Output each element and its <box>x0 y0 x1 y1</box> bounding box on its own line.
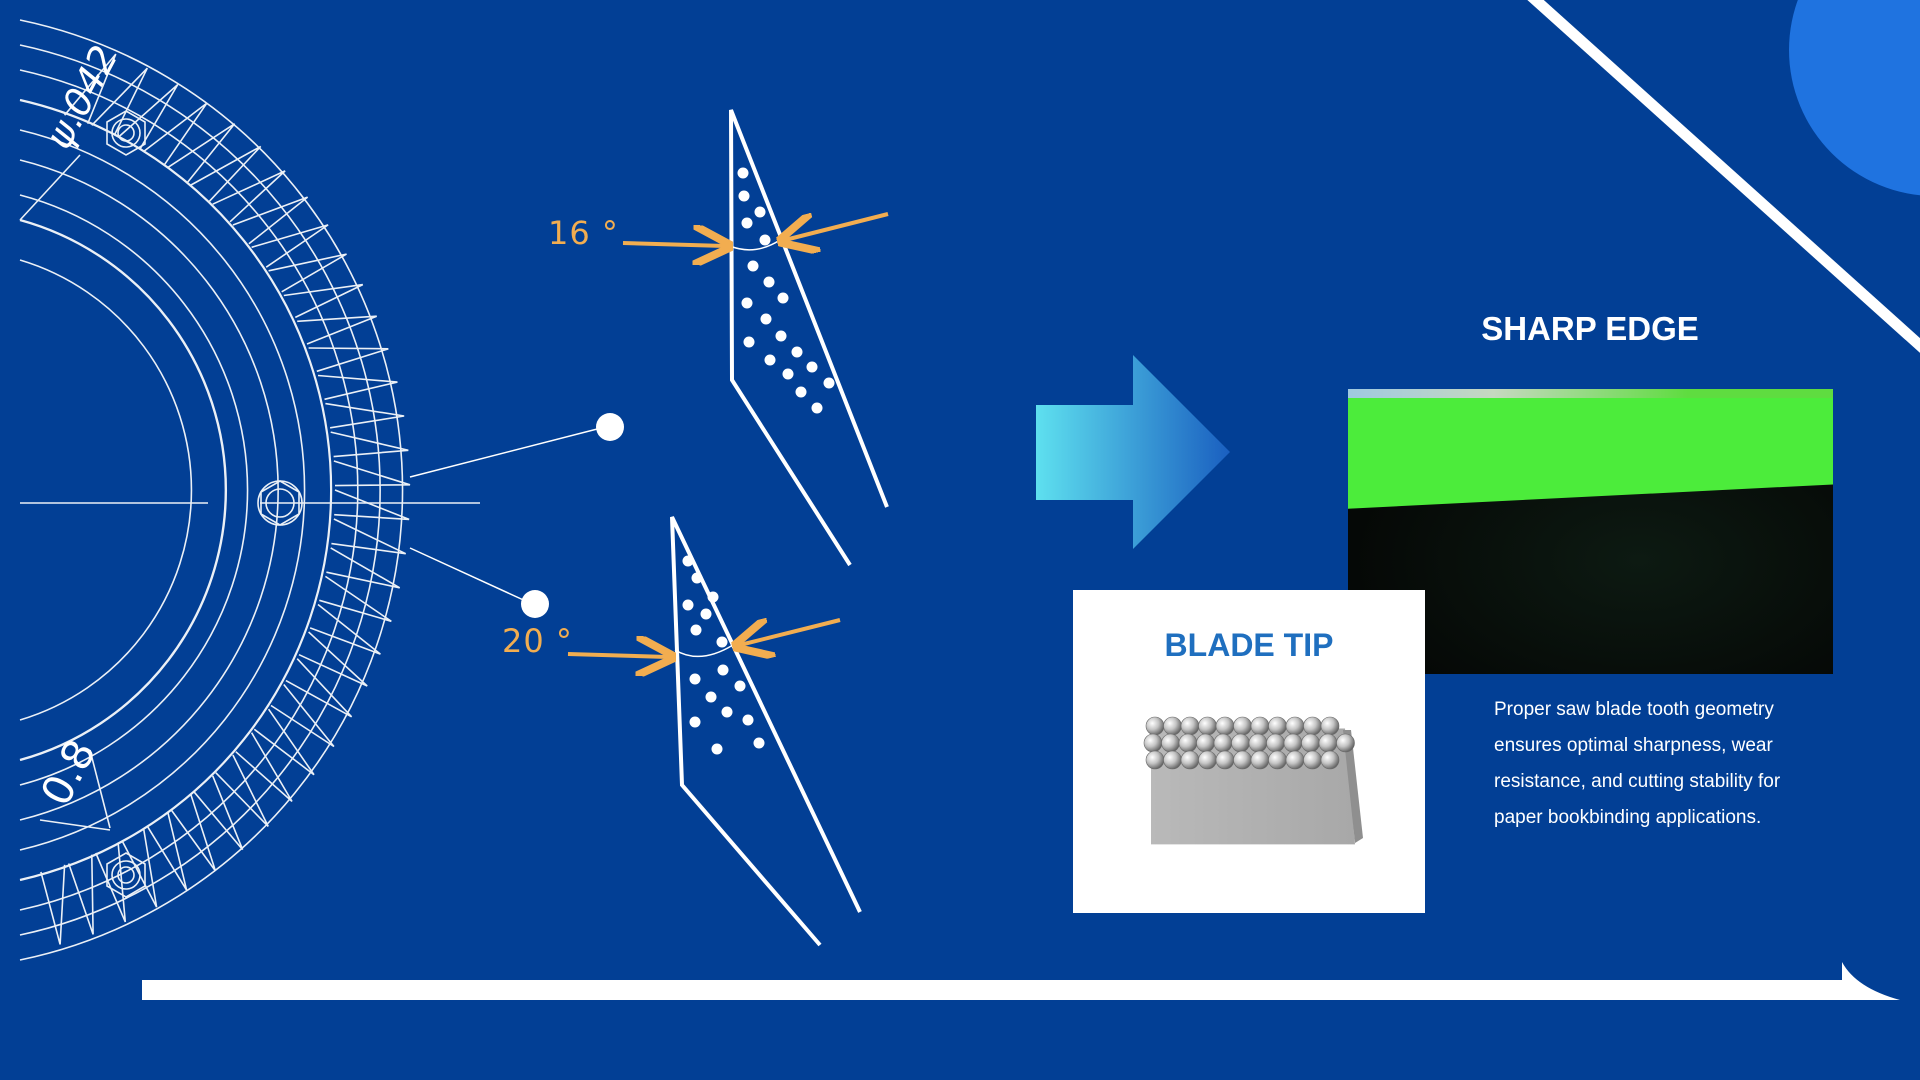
tooth-profile-top <box>729 109 889 567</box>
grain-sphere <box>1268 750 1287 770</box>
grain-sphere <box>1250 750 1270 770</box>
grain-sphere <box>1303 750 1322 770</box>
description-text: Proper saw blade tooth geometry ensures … <box>1494 699 1781 828</box>
corner-circle <box>1789 0 1920 196</box>
grain-sphere <box>1250 716 1270 736</box>
saw-blade-drawing <box>19 19 480 961</box>
grain-sphere <box>1213 733 1233 753</box>
grain-sphere <box>1283 733 1303 753</box>
angle-label-16: 16 ° <box>548 214 619 252</box>
arrow-right-icon <box>1036 355 1230 549</box>
callout-line-top <box>409 426 606 478</box>
grain-sphere <box>1215 750 1235 770</box>
saw-teeth <box>40 53 411 945</box>
sharp-edge-title: SHARP EDGE <box>1481 310 1699 347</box>
grain-sphere <box>1285 750 1305 770</box>
tooth-profile-bottom <box>670 516 862 947</box>
grain-sphere <box>1145 716 1165 736</box>
grain-sphere <box>1198 716 1217 736</box>
grain-sphere <box>1266 733 1285 753</box>
angle-arrows <box>567 212 889 657</box>
grain-sphere <box>1285 716 1305 736</box>
grain-sphere <box>1301 733 1320 753</box>
grain-sphere <box>1198 750 1217 770</box>
angle-label-20: 20 ° <box>502 622 573 660</box>
bottom-bar-line <box>142 962 1900 1000</box>
grain-sphere <box>1318 733 1338 753</box>
callout-dot-top <box>596 413 624 441</box>
grain-sphere <box>1178 733 1198 753</box>
grain-sphere <box>1233 750 1252 770</box>
dimension-label-bottom: 0.8 <box>31 732 106 814</box>
corner-diagonal-line <box>1527 0 1920 353</box>
grain-sphere <box>1303 716 1322 736</box>
blade-tip-title: BLADE TIP <box>1164 627 1334 663</box>
callout-dot-bottom <box>521 590 549 618</box>
grain-sphere <box>1336 733 1355 753</box>
grain-sphere <box>1143 733 1163 753</box>
grain-sphere <box>1163 750 1182 770</box>
blade-tip-illustration <box>1143 716 1363 845</box>
sharp-edge-photo <box>1348 389 1833 674</box>
grain-sphere <box>1145 750 1165 770</box>
grain-sphere <box>1231 733 1250 753</box>
grain-sphere <box>1248 733 1268 753</box>
grain-sphere <box>1163 716 1182 736</box>
grain-sphere <box>1320 750 1340 770</box>
grain-sphere <box>1268 716 1287 736</box>
callout-line-bottom <box>409 547 531 604</box>
blade-tip-card: BLADE TIP <box>1073 590 1425 913</box>
grain-sphere <box>1320 716 1340 736</box>
grain-sphere <box>1180 750 1200 770</box>
grain-sphere <box>1215 716 1235 736</box>
grain-sphere <box>1180 716 1200 736</box>
grain-sphere <box>1196 733 1215 753</box>
grain-sphere <box>1233 716 1252 736</box>
grain-sphere <box>1161 733 1180 753</box>
